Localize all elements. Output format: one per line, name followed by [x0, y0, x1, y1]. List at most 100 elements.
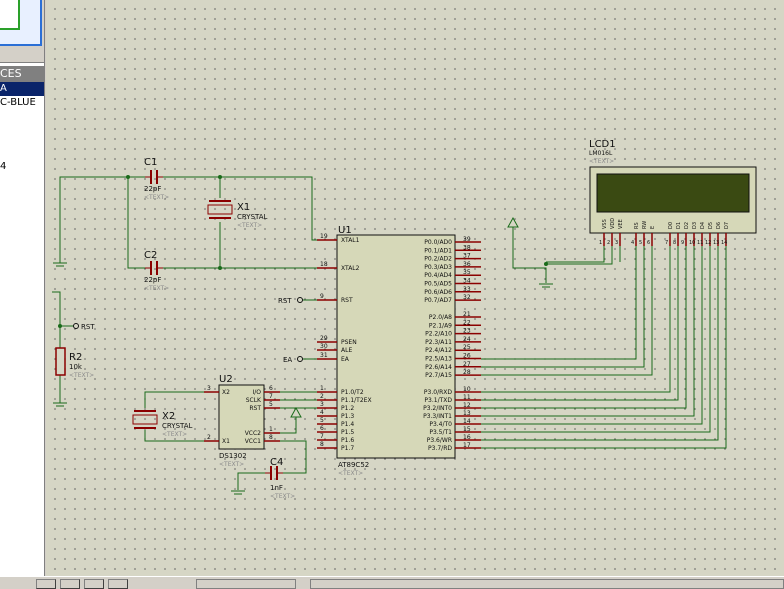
pin-number: 25	[463, 344, 471, 351]
status-bar	[0, 576, 784, 589]
device-list-item-selected[interactable]: A	[0, 82, 44, 96]
terminal-label: RST	[81, 323, 95, 331]
pin-number: 11	[463, 394, 471, 401]
component-text: <TEXT>	[144, 194, 169, 201]
pin-name: VEE	[618, 219, 624, 229]
pin-number: 14	[721, 240, 727, 246]
wire	[59, 176, 145, 263]
schematic-canvas[interactable]: C1 22pF <TEXT> C2 22pF <TEXT> X1 CRYSTAL…	[46, 0, 784, 576]
component-ref: X2	[162, 411, 175, 422]
pin-number: 14	[463, 418, 471, 425]
pin-number: 29	[320, 335, 328, 342]
pin-name: D1	[676, 222, 682, 229]
pin-number: 31	[320, 352, 328, 359]
pin-name: P3.1/TXD	[424, 397, 452, 404]
device-list-item[interactable]: C-BLUE	[0, 97, 36, 108]
pin-name: X1	[222, 438, 230, 445]
wire	[144, 391, 218, 408]
u1-pins: 19XTAL118XTAL29RST29PSEN30ALE31EA1P1.0/T…	[317, 233, 481, 452]
lcd-module[interactable]: LCD1 LM016L <TEXT> VSS1VDD2VEE3RS4RW5E6D…	[589, 139, 757, 246]
wire	[481, 238, 719, 441]
pin-name: D5	[708, 222, 714, 229]
wire	[237, 472, 265, 490]
terminal-rst-u1[interactable]: RST	[278, 297, 303, 305]
pin-name: P1.4	[341, 421, 354, 428]
pin-number: 2	[207, 434, 211, 441]
pin-number: 39	[463, 236, 471, 243]
pin-number: 9	[681, 240, 684, 246]
pin-number: 17	[463, 442, 471, 449]
terminal-ea[interactable]: EA	[283, 356, 303, 364]
capacitor-c2[interactable]: C2 22pF <TEXT>	[144, 250, 169, 292]
microcontroller-u1[interactable]: U1 19XTAL118XTAL29RST29PSEN30ALE31EA1P1.…	[317, 225, 481, 477]
pin-number: 8	[269, 434, 273, 441]
overview-view-box[interactable]	[0, 0, 20, 30]
component-text: <TEXT>	[237, 222, 262, 229]
pin-name: P1.2	[341, 405, 354, 412]
chip-body	[218, 384, 265, 450]
pin-number: 7	[665, 240, 668, 246]
pin-name: RST	[249, 405, 261, 412]
pin-name: P0.4/AD4	[424, 272, 452, 279]
pin-number: 2	[607, 240, 610, 246]
resistor-r2[interactable]: R2 10k <TEXT>	[55, 347, 94, 379]
pin-number: 18	[320, 261, 328, 268]
pin-name: P2.2/A10	[425, 331, 452, 338]
wire	[481, 238, 711, 433]
ground-icon	[231, 490, 245, 495]
wire	[512, 227, 547, 283]
junctions	[58, 175, 548, 328]
crystal-x2[interactable]: X2 CRYSTAL <TEXT>	[132, 410, 193, 438]
component-value: DS1302	[219, 452, 247, 460]
pin-name: P0.0/AD0	[424, 239, 452, 246]
crystal-x1[interactable]: X1 CRYSTAL <TEXT>	[207, 200, 268, 229]
pin-name: XTAL1	[341, 237, 360, 244]
pin-name: P2.5/A13	[425, 356, 452, 363]
pin-number: 1	[320, 385, 324, 392]
component-value: 10k	[69, 363, 83, 371]
ground-icon	[539, 283, 553, 288]
pin-name: P2.7/A15	[425, 372, 452, 379]
ground-icon	[53, 262, 67, 267]
pin-name: PSEN	[341, 339, 357, 346]
pin-number: 36	[463, 261, 471, 268]
capacitor-c1[interactable]: C1 22pF <TEXT>	[144, 157, 169, 201]
pin-number: 15	[463, 426, 471, 433]
component-text: <TEXT>	[270, 493, 295, 500]
pin-number: 34	[463, 278, 471, 285]
component-text: <TEXT>	[144, 285, 169, 292]
pin-name: D3	[692, 222, 698, 229]
pin-number: 7	[320, 433, 324, 440]
pin-name: P0.1/AD1	[424, 247, 452, 254]
wire	[481, 238, 671, 393]
component-value: 1nF	[270, 484, 283, 492]
wire	[127, 177, 145, 269]
pin-name: P1.3	[341, 413, 354, 420]
pin-name: P2.0/A8	[429, 314, 452, 321]
pin-name: RST	[341, 297, 353, 304]
component-ref: R2	[69, 352, 82, 363]
pin-name: I/O	[252, 389, 261, 396]
pin-name: D2	[684, 222, 690, 229]
overview-window[interactable]	[0, 0, 44, 63]
pin-number: 4	[631, 240, 634, 246]
pin-name: P1.0/T2	[341, 389, 364, 396]
pin-number: 3	[320, 401, 324, 408]
component-value: 22pF	[144, 276, 161, 284]
component-text: <TEXT>	[589, 158, 614, 165]
capacitor-c4[interactable]: C4 1nF <TEXT>	[265, 457, 295, 500]
lcd-screen	[596, 173, 750, 213]
wires	[52, 176, 727, 490]
pin-name: E	[650, 226, 656, 229]
pin-number: 6	[320, 425, 324, 432]
pin-number: 38	[463, 244, 471, 251]
component-ref: C1	[144, 157, 157, 168]
device-list-item[interactable]: 4	[0, 161, 7, 172]
terminal-rst-reset[interactable]: RST	[73, 323, 96, 331]
wire	[481, 238, 637, 360]
pin-number: 12	[705, 240, 711, 246]
pin-name: VDD	[610, 218, 616, 229]
pin-name: P2.4/A12	[425, 347, 452, 354]
power-arrow-icon	[507, 216, 519, 228]
